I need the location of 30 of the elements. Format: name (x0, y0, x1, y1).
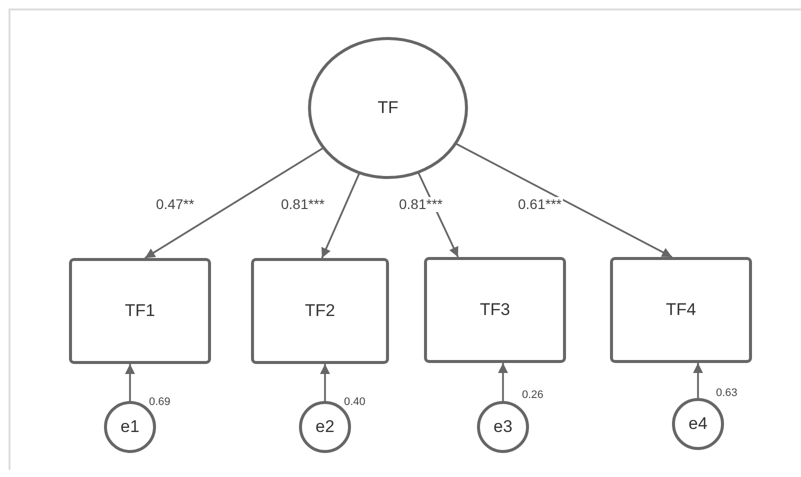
arrow (320, 364, 330, 402)
edge-label: 0.47** (155, 197, 196, 212)
edge-label: 0.61*** (517, 197, 563, 212)
observed-variable-box (69, 258, 211, 364)
edge-label: 0.40 (343, 396, 366, 408)
edge-label: 0.26 (521, 389, 544, 402)
arrow (456, 142, 672, 258)
edge-label: 0.81*** (398, 197, 444, 212)
arrow (144, 147, 324, 259)
variable-label: TF1 (124, 301, 156, 321)
variable-label: TF2 (304, 301, 336, 321)
observed-variable-box (251, 258, 389, 364)
observed-variable-box (610, 257, 752, 363)
edge-label: 0.81*** (280, 197, 326, 212)
edge-label: 0.69 (148, 396, 172, 408)
variable-label: e1 (120, 417, 140, 437)
edge-label: 0.63 (715, 387, 738, 400)
variable-label: TF4 (666, 300, 696, 320)
arrow (125, 364, 135, 402)
variable-label: TF3 (480, 300, 510, 320)
variable-label: e2 (316, 417, 334, 437)
arrow (321, 172, 360, 258)
variable-label: e3 (494, 417, 512, 437)
arrow (498, 363, 508, 402)
error-term-circle (672, 398, 724, 450)
variable-label: e4 (688, 414, 708, 434)
error-term-circle (477, 401, 529, 453)
variable-label: TF (378, 98, 398, 118)
arrow (693, 363, 703, 399)
observed-variable-box (424, 257, 566, 363)
